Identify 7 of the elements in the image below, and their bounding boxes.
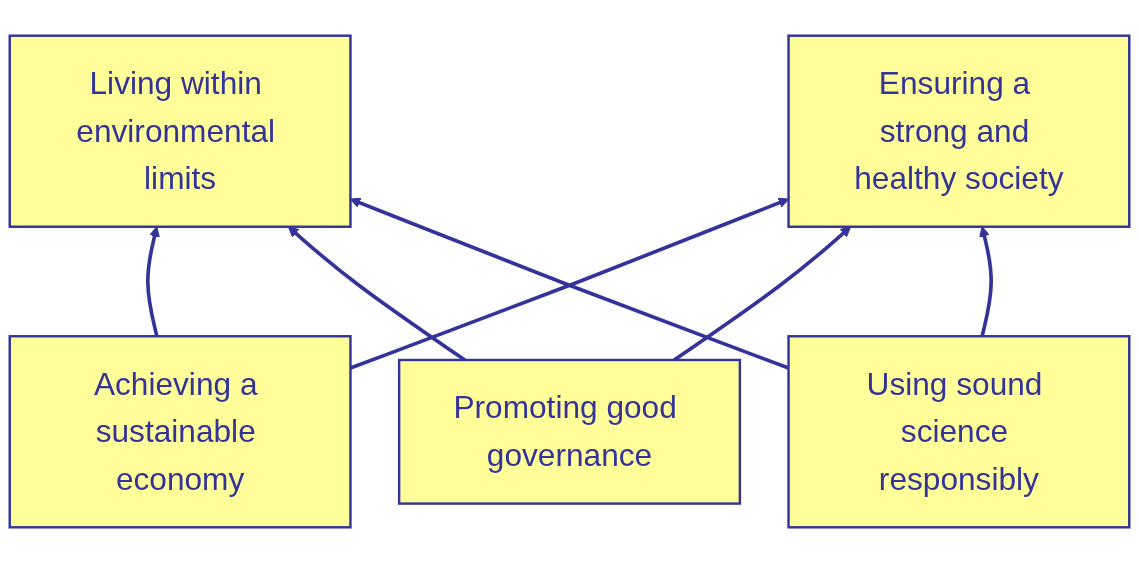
arrow — [979, 226, 993, 337]
node-box: Using sound science responsibly — [787, 335, 1131, 529]
node-box: Achieving a sustainable economy — [8, 335, 352, 529]
node-box: Promoting good governance — [397, 358, 742, 505]
node-box: Ensuring a strong and healthy society — [787, 34, 1131, 228]
node-box: Living within environmental limits — [8, 34, 352, 228]
arrow — [146, 226, 160, 337]
